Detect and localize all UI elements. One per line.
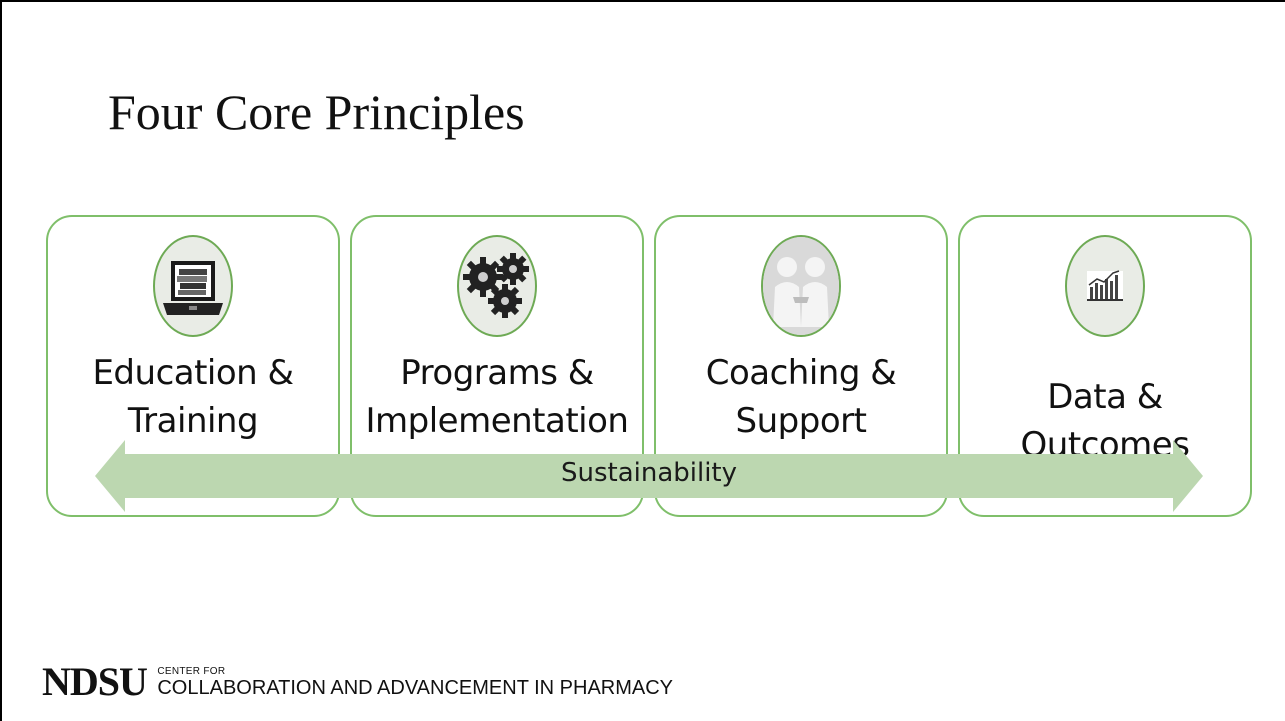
- card-label-line1: Coaching &: [705, 353, 897, 393]
- card-label-line1: Education &: [92, 353, 294, 393]
- footer-logo: NDSU CENTER FOR COLLABORATION AND ADVANC…: [42, 662, 673, 702]
- logo-text: CENTER FOR COLLABORATION AND ADVANCEMENT…: [157, 666, 673, 699]
- card-label-line2: Support: [735, 401, 867, 441]
- logo-mark: NDSU: [42, 659, 148, 704]
- bar-chart-icon: [1065, 235, 1145, 337]
- logo-large-text: COLLABORATION AND ADVANCEMENT IN PHARMAC…: [157, 676, 674, 699]
- coaching-people-icon: [761, 235, 841, 337]
- card-label-line2: Training: [127, 401, 259, 441]
- sustainability-arrow: Sustainability: [95, 436, 1203, 516]
- card-label-line2: Implementation: [365, 401, 629, 441]
- card-label-line1: Programs &: [400, 353, 594, 393]
- logo-small-text: CENTER FOR: [157, 665, 226, 677]
- slide-title: Four Core Principles: [108, 84, 525, 140]
- laptop-books-icon: [153, 235, 233, 337]
- gears-icon: [457, 235, 537, 337]
- arrow-label: Sustainability: [560, 458, 738, 488]
